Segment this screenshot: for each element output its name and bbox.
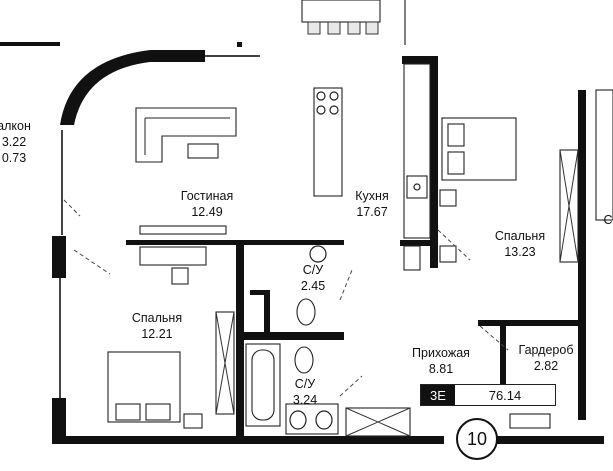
pillow (447, 151, 465, 175)
wall-kitchen-bedroom (430, 56, 438, 268)
sofa (135, 107, 237, 163)
balcony-curved-wall (60, 50, 205, 125)
room-label-bedroom-left: Спальня 12.21 (131, 311, 183, 341)
door-swing (73, 249, 111, 275)
wall-bath-top (244, 240, 344, 245)
room-label-edge: С (603, 213, 613, 227)
nightstand (439, 245, 457, 263)
wall-living-bedroom (126, 240, 242, 245)
dining-table (301, 0, 381, 23)
room-label-bath1: С/У 2.45 (300, 263, 326, 293)
sink-drain (413, 183, 421, 191)
stove-burner (316, 105, 326, 115)
stove-burner (316, 91, 326, 101)
washbasin (309, 245, 327, 263)
room-label-hall: Прихожая 8.81 (412, 346, 470, 376)
room-label-bedroom-right: Спальня 13.23 (494, 229, 546, 259)
pillow (447, 123, 465, 147)
wall-fridge (400, 240, 432, 246)
kitchen-sink (406, 175, 428, 199)
stove-burner (329, 105, 339, 115)
nightstand (439, 189, 457, 207)
washbasin (315, 410, 333, 430)
room-label-living: Гостиная 12.49 (180, 189, 234, 219)
apartment-total-area: 76.14 (455, 385, 555, 405)
toilet (296, 298, 316, 326)
door-swing (339, 269, 353, 301)
wall-bath-stub (264, 290, 270, 332)
dining-chair (365, 21, 379, 35)
kitchen-island (313, 87, 343, 197)
room-label-wardrobe: Гардероб 2.82 (518, 343, 574, 373)
radiator (509, 413, 551, 429)
desk (139, 246, 207, 266)
wall-top-left (0, 42, 60, 46)
wall-stub (237, 42, 242, 47)
floor-number-circle: 10 (456, 418, 498, 460)
door-swing (479, 325, 509, 351)
door-swing (339, 375, 363, 397)
wardrobe-cross (559, 149, 579, 263)
door-swing (437, 229, 471, 261)
apartment-badge: 3E 76.14 (420, 384, 556, 406)
shaft (403, 245, 421, 271)
bathtub-inner (251, 349, 275, 421)
dining-chair (327, 21, 341, 35)
bath-counter (285, 403, 339, 435)
toilet (294, 346, 314, 374)
wall-left-bottom (52, 398, 66, 438)
wall-bottom (52, 436, 444, 444)
wall-right-bedroom (578, 90, 586, 420)
wall-hall-top (478, 320, 578, 326)
cabinet-cross (345, 407, 411, 437)
dining-chair (307, 21, 321, 35)
wardrobe-cross (215, 311, 235, 415)
far-right-unit (595, 89, 613, 221)
wall-bath-mid (244, 332, 344, 340)
wall-left (52, 236, 66, 278)
nightstand (183, 413, 203, 429)
apartment-code: 3E (421, 385, 455, 405)
wall-bath-left (236, 240, 244, 440)
room-label-balcony: алкон 3.22 0.73 (0, 119, 31, 165)
chair (171, 267, 189, 285)
tv-stand (139, 225, 227, 235)
stove-burner (329, 91, 339, 101)
door-swing (63, 199, 81, 217)
kitchen-counter (403, 63, 431, 239)
washbasin (289, 410, 307, 430)
wall-bottom-right (494, 436, 604, 444)
room-label-bath2: С/У 3.24 (292, 377, 318, 407)
room-label-kitchen: Кухня 17.67 (355, 189, 389, 219)
coffee-table (187, 143, 219, 159)
pillow (145, 403, 171, 421)
dining-chair (347, 21, 361, 35)
pillow (115, 403, 141, 421)
wall-top-kitchen (402, 56, 438, 64)
wall-wardrobe (500, 326, 506, 386)
wall-bath-stub (250, 290, 270, 295)
